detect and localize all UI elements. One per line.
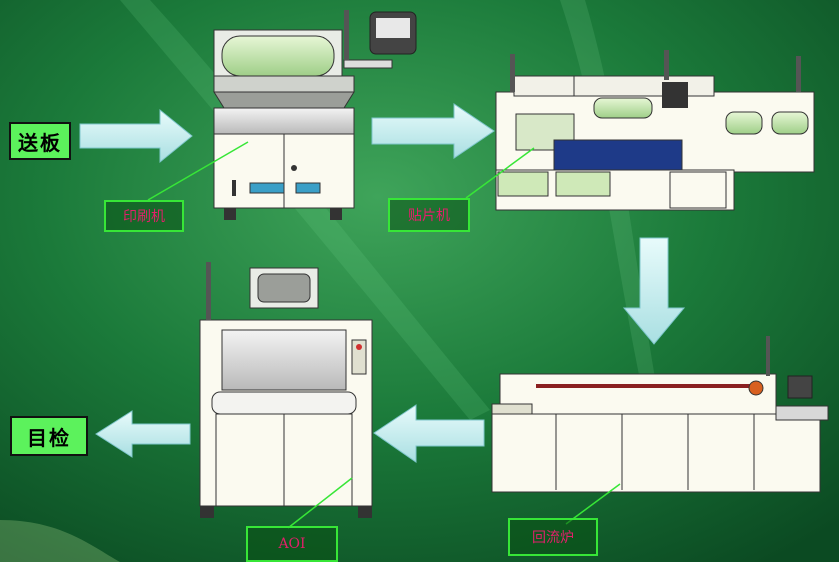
input-step-label: 送板 xyxy=(18,130,62,155)
placement-callout: 贴片机 xyxy=(388,198,470,232)
printer-callout: 印刷机 xyxy=(104,200,184,232)
reflow-oven xyxy=(491,336,829,493)
reflow-label: 回流炉 xyxy=(532,530,574,546)
printer-machine xyxy=(213,10,417,220)
callout-lines xyxy=(147,141,621,529)
input-step-box: 送板 xyxy=(9,122,71,160)
arrow-right-icon xyxy=(79,108,193,164)
output-step-box: 目检 xyxy=(10,416,88,456)
arrow-down-icon xyxy=(622,237,686,345)
printer-label: 印刷机 xyxy=(123,209,165,225)
aoi-label: AOI xyxy=(278,536,306,552)
placement-machine xyxy=(495,50,815,211)
arrow-right-icon xyxy=(371,103,495,159)
reflow-callout: 回流炉 xyxy=(508,518,598,556)
arrow-left-icon xyxy=(95,410,191,458)
aoi-callout: AOI xyxy=(246,526,338,562)
placement-label: 贴片机 xyxy=(408,208,450,224)
aoi-machine xyxy=(199,262,373,518)
arrow-left-icon xyxy=(373,404,485,463)
output-step-label: 目检 xyxy=(27,425,71,450)
